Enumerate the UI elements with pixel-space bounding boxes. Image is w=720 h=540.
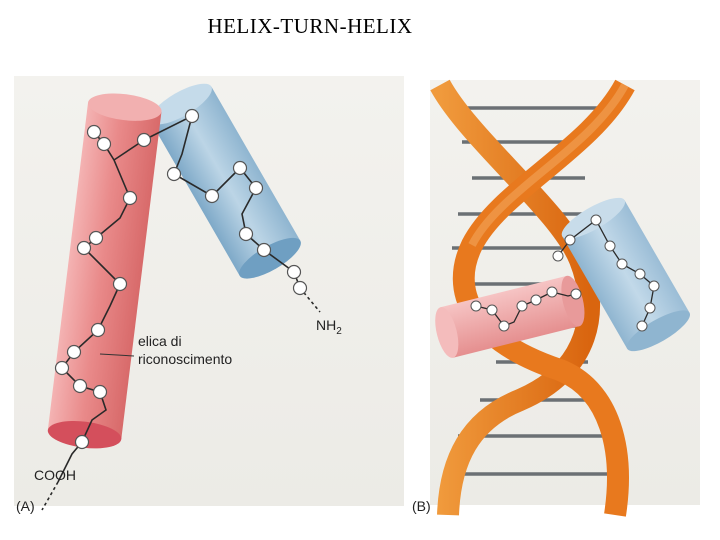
panel-a-illustration xyxy=(14,76,404,511)
panel-b-illustration xyxy=(430,79,700,517)
panel-a-letter: (A) xyxy=(16,498,35,514)
nh2-terminal-tail xyxy=(299,287,321,313)
annotation-leader-line xyxy=(99,353,135,357)
panel-b-atoms xyxy=(470,214,660,332)
recognition-helix-label: elica di riconoscimento xyxy=(138,332,232,368)
nh2-subscript: 2 xyxy=(336,325,342,337)
cooh-terminus-label: COOH xyxy=(34,467,76,483)
red-helix-atoms xyxy=(54,124,138,450)
page-title: HELIX-TURN-HELIX xyxy=(207,14,413,38)
panel-b-dna-binding-diagram: (B) xyxy=(410,70,706,525)
annotation-line-1: elica di xyxy=(138,333,182,349)
panel-a-helix-turn-helix-diagram: elica di riconoscimento NH2 COOH (A) xyxy=(14,70,404,525)
panel-b-letter: (B) xyxy=(412,498,431,514)
dna-strand-1 xyxy=(430,79,601,516)
blue-cylinder-end-cap xyxy=(239,237,301,279)
annotation-line-2: riconoscimento xyxy=(138,351,233,367)
nh2-terminus-label: NH2 xyxy=(316,316,342,341)
nh2-text: NH xyxy=(316,317,337,333)
blue-helix-atoms xyxy=(136,108,308,296)
cooh-terminal-tail xyxy=(41,481,59,511)
